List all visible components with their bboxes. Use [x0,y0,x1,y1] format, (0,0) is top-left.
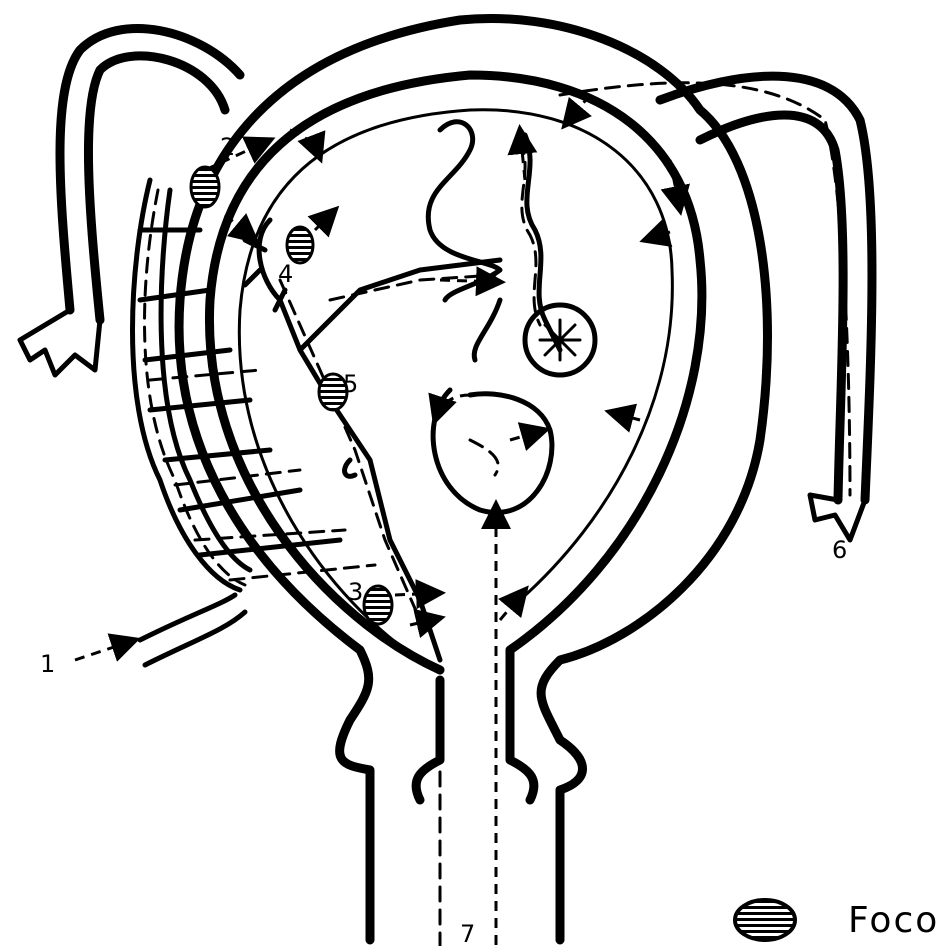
arrow-embryo-b [510,430,545,440]
embryo-stalk [474,300,500,360]
cervix-right [510,680,534,800]
arrow-4 [315,210,335,230]
right-fimbria [810,495,865,540]
incoming-vessel-inner [145,612,245,665]
label-4: 4 [278,260,293,288]
label-5: 5 [343,370,358,398]
incoming-vessel [140,595,235,640]
cervix-left [416,680,440,800]
focus-4 [287,227,313,263]
arrow-right-d [610,412,640,420]
arrow-cervix [500,590,525,620]
label-6: 6 [832,536,847,564]
embryo-lower [433,390,552,513]
focus-3 [364,586,392,624]
label-1: 1 [40,650,55,678]
label-3: 3 [348,578,363,606]
uterus-inner-wall [209,75,701,680]
arrow-branch [440,280,500,282]
embryo-upper [428,122,500,300]
legend-label: Foco [848,900,939,941]
focus-2 [191,167,219,207]
arrow-right-a [565,95,590,125]
embryo-dashes [470,440,498,475]
arrow-right-c [645,232,670,240]
label-2: 2 [220,133,235,161]
legend-focus-icon [735,900,795,940]
legend: Foco [735,900,939,941]
arrow-1-in [75,640,135,660]
uterine-cavity [239,110,672,660]
label-7: 7 [460,920,475,946]
left-fimbria [20,310,100,375]
ovary-rays [540,320,580,360]
arrow-3-a [395,593,440,595]
